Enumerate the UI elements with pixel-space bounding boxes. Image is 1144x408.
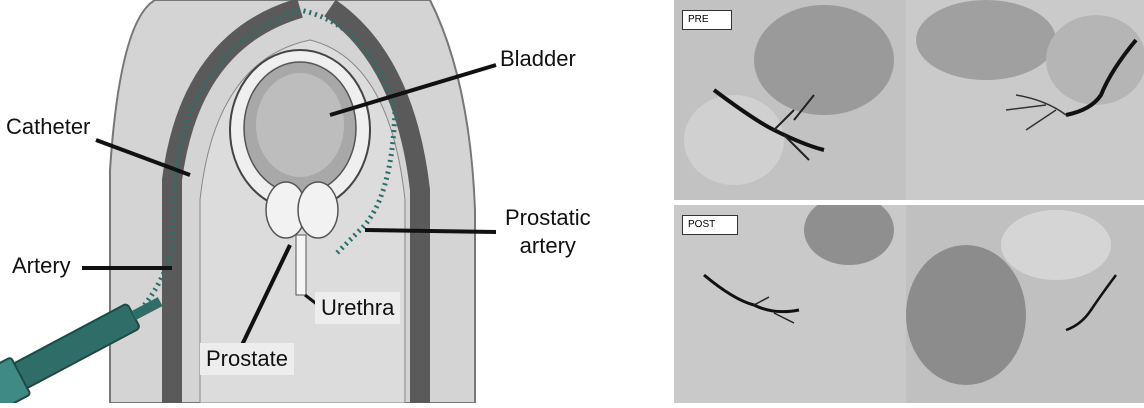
angiogram-grid: PRE POST [674,0,1144,403]
prostatic-artery-leader [364,228,497,234]
bladder-lumen [256,73,344,177]
angiogram-post-left: POST [674,205,906,403]
angiogram-post-left-image [674,205,906,403]
syringe-icon [0,297,163,408]
label-prostate: Prostate [200,343,294,376]
right-artery-band [324,0,430,403]
label-prostatic-artery-line1: Prostatic [505,205,591,230]
pre-tag: PRE [682,10,732,30]
angiogram-pre-left-image [674,0,906,200]
label-prostatic-artery-line2: artery [519,232,576,258]
catheter-line [59,7,398,363]
label-artery: Artery [12,253,71,278]
angiogram-post-right-image [906,205,1144,403]
prostate-right-lobe [297,181,339,239]
angiogram-pre-left: PRE [674,0,906,200]
label-bladder: Bladder [500,46,576,71]
label-prostatic-artery: Prostatic artery [505,204,591,259]
prostate-embolization-diagram: Bladder Catheter Prostatic artery Artery… [0,0,591,408]
angiogram-post-right [906,205,1144,403]
label-urethra: Urethra [315,292,401,325]
label-catheter: Catheter [6,114,91,139]
angiogram-pre-right [906,0,1144,200]
catheter-leader [95,138,191,177]
prostate-leader [240,244,292,346]
angiogram-pre-right-image [906,0,1144,200]
post-tag: POST [682,215,739,235]
bladder-leader [329,63,497,117]
urethra-tube [295,234,307,296]
